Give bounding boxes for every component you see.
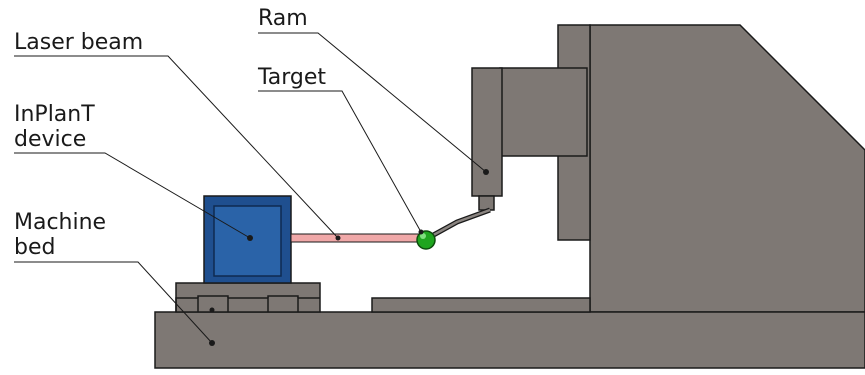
inplant-label-line2: device (14, 127, 87, 152)
fixture-marker-dot (209, 307, 215, 313)
ram-label: Ram (258, 6, 308, 31)
target-highlight (420, 233, 426, 239)
machine-bed (154, 311, 865, 369)
machine-column (589, 24, 865, 313)
laser-beam (290, 233, 424, 243)
inplant-label-line1: InPlanT (14, 102, 95, 127)
ram-leader-line (258, 32, 487, 173)
machine-bed-label-line2: bed (14, 235, 56, 260)
target-label: Target (258, 65, 327, 90)
machine-bed-label-line1: Machine (14, 210, 107, 235)
ram-arm (499, 67, 588, 157)
target-leader-line (258, 90, 422, 233)
laser-leader-line (14, 55, 339, 239)
probe-stylus-inner (427, 208, 491, 240)
machine-leader-line (14, 261, 213, 344)
probe-holder (478, 195, 495, 211)
fixture-slot-top (197, 295, 299, 298)
laser-beam-label: Laser beam (14, 30, 144, 55)
inplant-device-face (213, 205, 282, 277)
inplant-leader-line (14, 152, 251, 239)
ram-body (471, 67, 503, 197)
table-slab (371, 297, 591, 313)
